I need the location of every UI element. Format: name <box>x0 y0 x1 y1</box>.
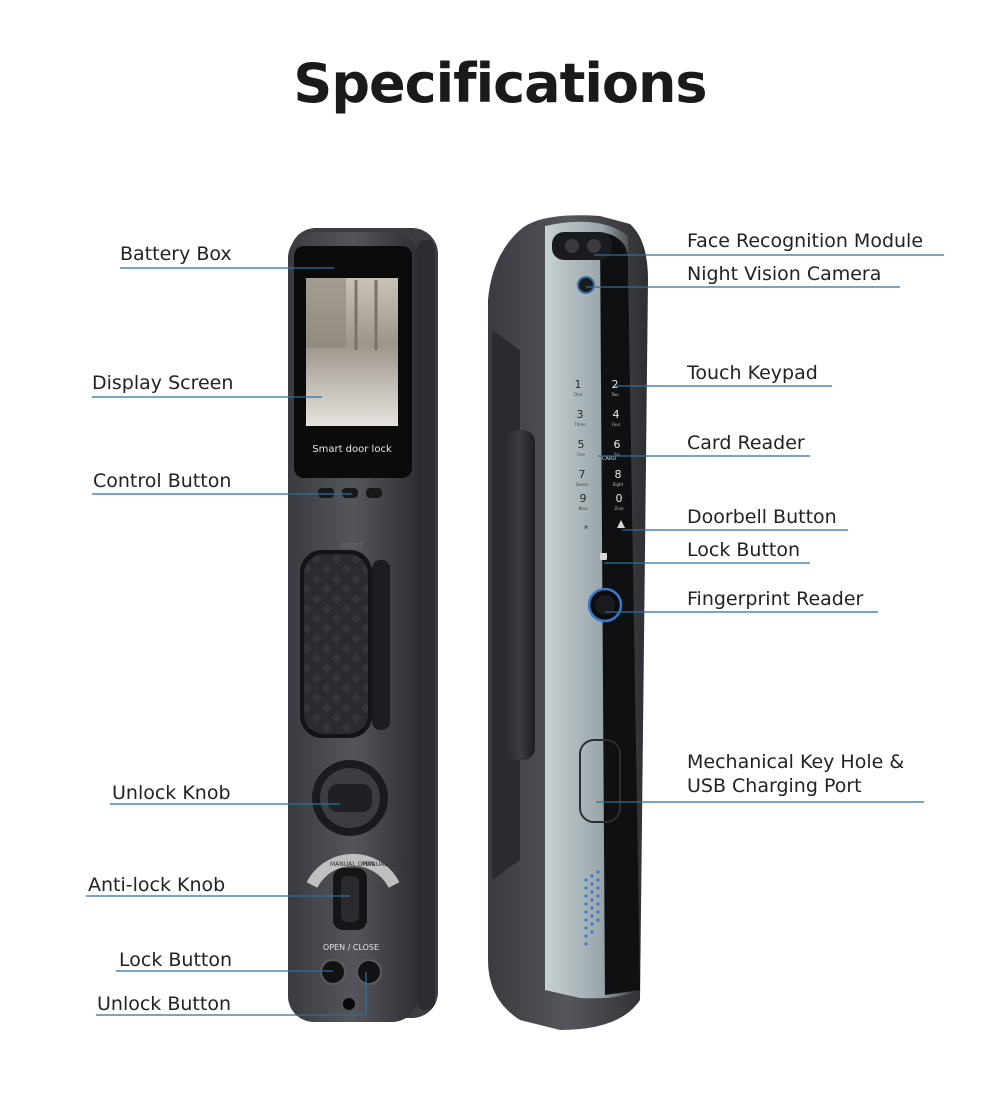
card-text: CARD <box>602 456 616 462</box>
svg-text:6: 6 <box>614 438 621 451</box>
label-face-recognition: Face Recognition Module <box>687 230 924 252</box>
svg-text:8: 8 <box>615 468 622 481</box>
svg-text:7: 7 <box>579 468 586 481</box>
svg-text:Four: Four <box>612 422 621 427</box>
svg-text:Five: Five <box>577 452 585 457</box>
svg-text:2: 2 <box>612 378 619 391</box>
bell-icon <box>617 520 625 528</box>
svg-text:Two: Two <box>610 392 619 397</box>
svg-text:5: 5 <box>578 438 585 451</box>
page-title: Specifications <box>293 52 707 115</box>
reset-text: RESET <box>341 542 364 550</box>
label-control-button: Control Button <box>93 470 232 492</box>
label-key-hole-line2: USB Charging Port <box>687 775 862 797</box>
label-touch-keypad: Touch Keypad <box>687 362 818 384</box>
lock-icon <box>600 553 607 560</box>
svg-text:Zero: Zero <box>614 506 624 511</box>
label-unlock-knob: Unlock Knob <box>112 782 231 804</box>
speaker-grille <box>584 870 600 946</box>
label-display-screen: Display Screen <box>92 372 234 394</box>
svg-text:One: One <box>574 392 583 397</box>
label-anti-lock-knob: Anti-lock Knob <box>88 874 226 896</box>
svg-text:4: 4 <box>613 408 620 421</box>
label-fingerprint-reader: Fingerprint Reader <box>687 588 864 610</box>
star-key: * <box>584 524 589 535</box>
svg-text:0: 0 <box>616 492 623 505</box>
label-battery-box: Battery Box <box>120 243 232 265</box>
svg-text:Three: Three <box>573 422 586 427</box>
fingerprint-reader <box>587 587 623 623</box>
open-close-text: OPEN / CLOSE <box>323 943 379 952</box>
label-lock-button-right: Lock Button <box>687 539 801 561</box>
svg-text:Six: Six <box>614 452 621 457</box>
door-handle <box>300 550 390 738</box>
display-screen: Smart door lock <box>294 246 412 478</box>
svg-text:Nine: Nine <box>578 506 588 511</box>
label-doorbell-button: Doorbell Button <box>687 506 837 528</box>
manual-close-text: MANUAL CLOSE <box>362 861 409 868</box>
svg-text:Seven: Seven <box>576 482 589 487</box>
svg-text:Eight: Eight <box>613 482 624 487</box>
label-card-reader: Card Reader <box>687 432 805 454</box>
callout-unlock-button <box>96 972 367 1016</box>
night-vision-camera <box>577 276 595 294</box>
front-buttons <box>320 959 382 1010</box>
manual-open-text: MANUAL OPEN <box>330 861 374 868</box>
anti-lock-knob: MANUAL OPEN MANUAL CLOSE <box>306 853 409 930</box>
label-unlock-button: Unlock Button <box>97 993 231 1015</box>
unlock-knob <box>312 760 388 836</box>
label-key-hole-line1: Mechanical Key Hole & <box>687 751 905 773</box>
control-buttons <box>318 488 382 498</box>
label-night-vision: Night Vision Camera <box>687 263 882 285</box>
svg-text:9: 9 <box>580 492 587 505</box>
svg-text:3: 3 <box>577 408 584 421</box>
key-hole-cover <box>579 739 621 823</box>
face-recognition-module <box>552 232 612 260</box>
svg-text:1: 1 <box>575 378 582 391</box>
label-lock-button-left: Lock Button <box>119 949 233 971</box>
screen-text: Smart door lock <box>312 444 392 455</box>
callout-lines <box>86 254 944 1016</box>
